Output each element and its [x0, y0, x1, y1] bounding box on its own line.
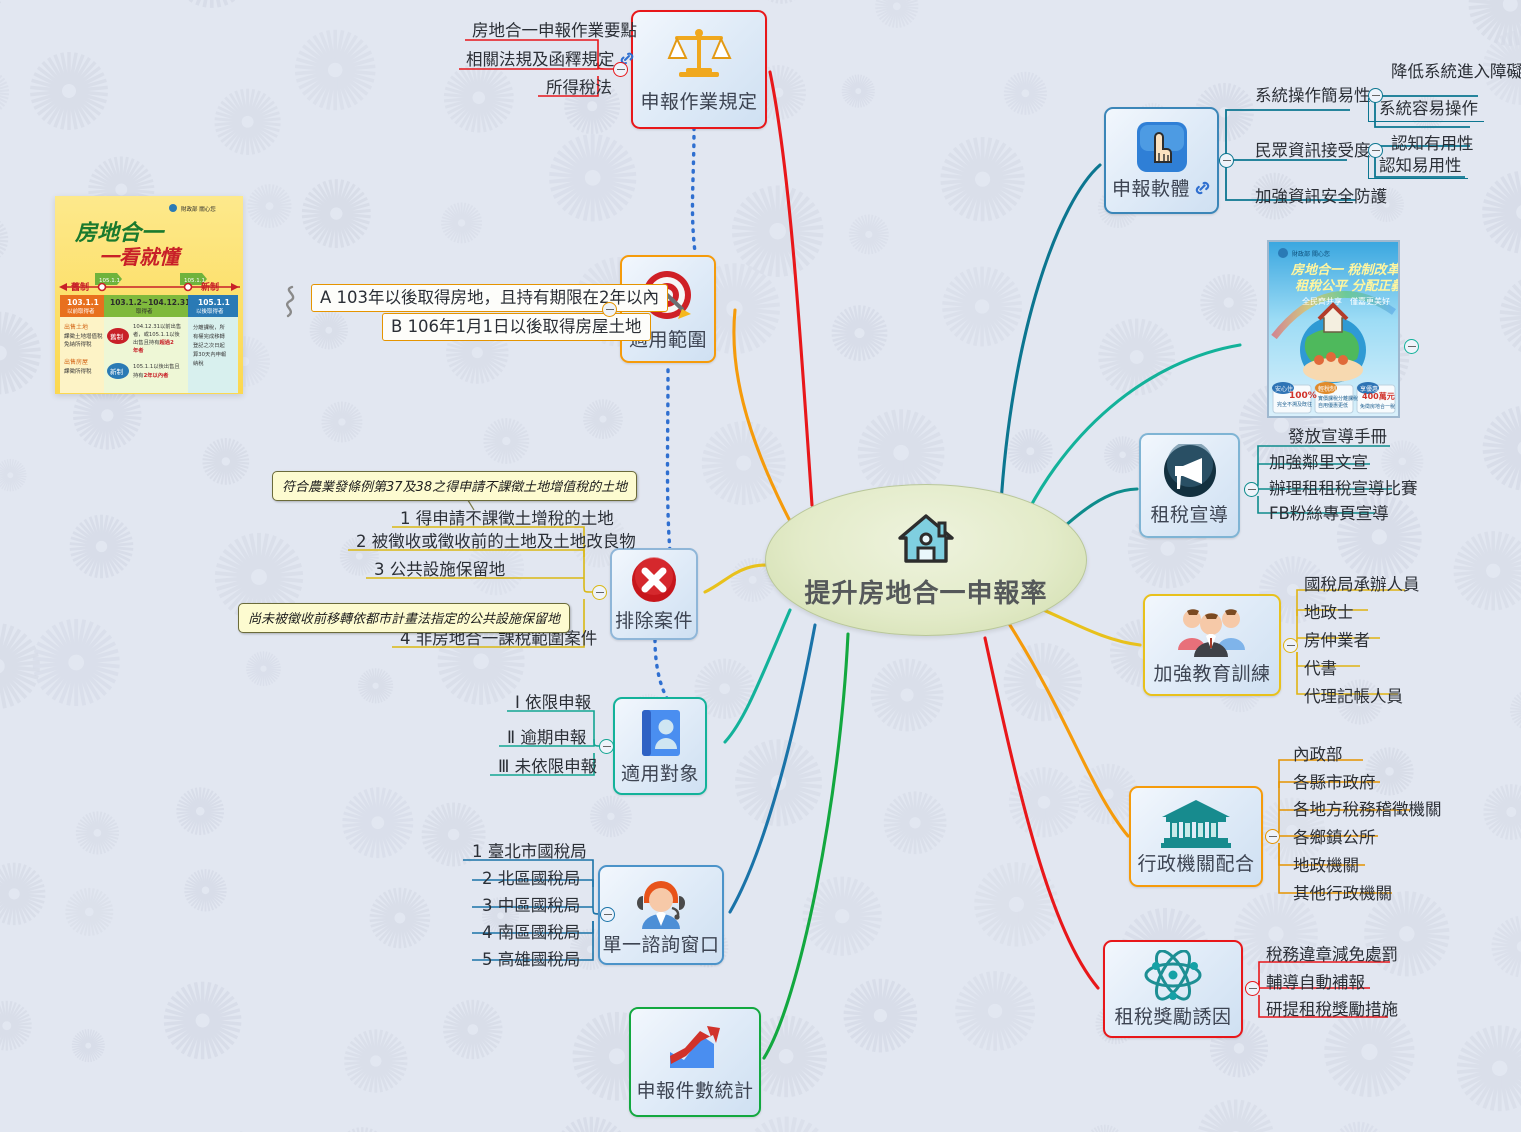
leaf-training-4[interactable]: 代理記帳人員: [1304, 687, 1403, 706]
leaf-applicable-subjects-1[interactable]: Ⅱ 逾期申報: [507, 728, 587, 747]
government-building-icon: [1158, 797, 1234, 849]
node-label: 加強教育訓練: [1153, 662, 1271, 685]
collapse-toggle-tax-promotion[interactable]: [1244, 482, 1259, 497]
infographic-svg: 財政部 關心您 房地合一 一看就懂 105.1.1 105.1.1 舊制 新制 …: [55, 196, 243, 394]
leaf-filing-rules-2[interactable]: 所得稅法: [546, 78, 612, 97]
node-label: 單一諮詢窗口: [602, 933, 720, 956]
callout-excluded-cases-0[interactable]: 符合農業發條例第37及38之得申請不課徵土地增值稅的土地: [272, 471, 638, 501]
node-label: 排除案件: [614, 609, 693, 632]
node-filing-software[interactable]: 申報軟體: [1104, 107, 1219, 214]
leaf-agency-0[interactable]: 內政部: [1293, 745, 1343, 764]
infographic-image-left[interactable]: 財政部 關心您 房地合一 一看就懂 105.1.1 105.1.1 舊制 新制 …: [55, 196, 243, 394]
collapse-toggle-applicable-scope[interactable]: [602, 302, 617, 317]
scales-icon: [666, 25, 732, 87]
node-filing-count-statistics[interactable]: 申報件數統計: [629, 1007, 761, 1117]
central-topic[interactable]: 提升房地合一申報率: [765, 484, 1087, 636]
leaf-applicable-scope-1[interactable]: B 106年1月1日以後取得房屋土地: [382, 313, 651, 341]
node-agency-cooperation[interactable]: 行政機關配合: [1129, 786, 1263, 887]
node-applicable-subjects[interactable]: 適用對象: [613, 697, 707, 795]
leaf-software-0-0[interactable]: 降低系統進入障礙: [1391, 62, 1521, 81]
atom-icon: [1142, 949, 1204, 1002]
leaf-excluded-cases-1[interactable]: 2 被徵收或徵收前的土地及土地改良物: [356, 532, 636, 551]
leaf-promotion-2[interactable]: 辦理租租稅宣導比賽: [1269, 479, 1418, 498]
leaf-filing-rules-0[interactable]: 房地合一申報作業要點: [472, 21, 637, 40]
house-icon: [895, 511, 957, 571]
svg-text:房地合一 稅制改革: 房地合一 稅制改革: [1290, 262, 1398, 278]
collapse-toggle-software-0[interactable]: [1368, 88, 1383, 103]
leaf-agency-3[interactable]: 各鄉鎮公所: [1293, 828, 1376, 847]
node-label: 行政機關配合: [1137, 853, 1255, 875]
leaf-bureau-0[interactable]: 1 臺北市國稅局: [472, 842, 587, 861]
collapse-toggle-filing-rules[interactable]: [613, 62, 628, 77]
leaf-promotion-0[interactable]: 發放宣導手冊: [1288, 427, 1387, 446]
svg-text:全民齊共享 僅嘉更美好: 全民齊共享 僅嘉更美好: [1302, 296, 1390, 306]
collapse-toggle-tax-incentives[interactable]: [1245, 981, 1260, 996]
leaf-software-0-1[interactable]: 系統容易操作: [1368, 98, 1484, 122]
leaf-bureau-3[interactable]: 4 南區國稅局: [482, 923, 581, 942]
node-tax-promotion[interactable]: 租稅宣導: [1139, 433, 1240, 538]
growth-chart-icon: [664, 1022, 726, 1076]
leaf-software-1-1[interactable]: 認知易用性: [1368, 155, 1468, 179]
node-filing-rules[interactable]: 申報作業規定: [631, 10, 767, 129]
link-icon[interactable]: [1194, 179, 1211, 201]
node-education-training[interactable]: 加強教育訓練: [1143, 594, 1281, 696]
leaf-software-2[interactable]: 加強資訊安全防護: [1255, 187, 1387, 206]
leaf-training-0[interactable]: 國稅局承辦人員: [1304, 575, 1420, 594]
leaf-incentive-2[interactable]: 研提租稅獎勵措施: [1266, 1000, 1398, 1019]
error-x-icon: [628, 556, 680, 606]
collapse-toggle-filing-software[interactable]: [1219, 153, 1234, 168]
leaf-promotion-3[interactable]: FB粉絲專頁宣導: [1269, 504, 1389, 523]
leaf-training-2[interactable]: 房仲業者: [1304, 631, 1370, 650]
callout-excluded-cases-1[interactable]: 尚未被徵收前移轉依都市計畫法指定的公共設施保留地: [238, 603, 571, 633]
collapse-toggle-education-training[interactable]: [1283, 638, 1298, 653]
leaf-promotion-1[interactable]: 加強鄰里文宣: [1269, 453, 1368, 472]
leaf-excluded-cases-2[interactable]: 3 公共設施保留地: [374, 560, 506, 579]
collapse-toggle-single-consultation-window[interactable]: [600, 907, 615, 922]
svg-text:租稅公平 分配正義: 租稅公平 分配正義: [1295, 278, 1398, 294]
node-label-text: 申報軟體: [1111, 178, 1190, 200]
people-group-icon: [1174, 605, 1250, 659]
node-label: 申報軟體: [1112, 174, 1211, 201]
node-tax-incentives[interactable]: 租稅獎勵誘因: [1103, 940, 1243, 1038]
leaf-software-1-0[interactable]: 認知有用性: [1391, 134, 1474, 153]
node-label: 申報作業規定: [640, 91, 758, 113]
leaf-bureau-4[interactable]: 5 高雄國稅局: [482, 950, 581, 969]
leaf-text: 認知易用性: [1379, 156, 1462, 175]
collapse-toggle-agency-cooperation[interactable]: [1265, 829, 1280, 844]
leaf-text: 系統容易操作: [1379, 99, 1478, 118]
leaf-software-0[interactable]: 系統操作簡易性: [1255, 86, 1371, 105]
leaf-text: 相關法規及函釋規定: [466, 50, 615, 69]
svg-text:財政部 關心您: 財政部 關心您: [1292, 250, 1330, 258]
leaf-applicable-subjects-2[interactable]: Ⅲ 未依限申報: [498, 757, 598, 776]
leaf-incentive-0[interactable]: 稅務違章減免處罰: [1266, 945, 1398, 964]
node-label: 租稅獎勵誘因: [1114, 1005, 1232, 1028]
leaf-software-1[interactable]: 民眾資訊接受度: [1255, 141, 1371, 160]
leaf-bureau-2[interactable]: 3 中區國稅局: [482, 896, 581, 915]
contact-card-icon: [635, 707, 685, 759]
collapse-toggle-excluded-cases[interactable]: [592, 585, 607, 600]
click-hand-icon: [1134, 120, 1190, 174]
leaf-training-1[interactable]: 地政士: [1304, 603, 1354, 622]
megaphone-icon: [1161, 444, 1219, 500]
leaf-agency-5[interactable]: 其他行政機關: [1293, 884, 1392, 903]
collapse-toggle-software-1[interactable]: [1368, 143, 1383, 158]
collapse-toggle-applicable-subjects[interactable]: [599, 739, 614, 754]
node-excluded-cases[interactable]: 排除案件: [610, 548, 698, 640]
leaf-agency-2[interactable]: 各地方稅務稽徵機關: [1293, 800, 1442, 819]
central-title: 提升房地合一申報率: [804, 578, 1048, 609]
leaf-incentive-1[interactable]: 輔導自動補報: [1266, 973, 1365, 992]
node-label: 租稅宣導: [1150, 504, 1229, 526]
leaf-agency-1[interactable]: 各縣市政府: [1293, 773, 1376, 792]
node-single-consultation-window[interactable]: 單一諮詢窗口: [598, 865, 724, 965]
poster-image-right[interactable]: 財政部 關心您 房地合一 稅制改革 租稅公平 分配正義 全民齊共享 僅嘉更美好 …: [1267, 240, 1400, 418]
leaf-training-3[interactable]: 代書: [1304, 659, 1337, 678]
headset-agent-icon: [632, 874, 690, 930]
collapse-toggle-poster[interactable]: [1404, 339, 1419, 354]
leaf-agency-4[interactable]: 地政機關: [1293, 856, 1359, 875]
node-label: 適用對象: [620, 762, 699, 785]
leaf-bureau-1[interactable]: 2 北區國稅局: [482, 869, 581, 888]
leaf-excluded-cases-0[interactable]: 1 得申請不課徵土增稅的土地: [400, 509, 614, 528]
node-label: 申報件數統計: [636, 1079, 754, 1102]
leaf-applicable-subjects-0[interactable]: Ⅰ 依限申報: [515, 693, 592, 712]
